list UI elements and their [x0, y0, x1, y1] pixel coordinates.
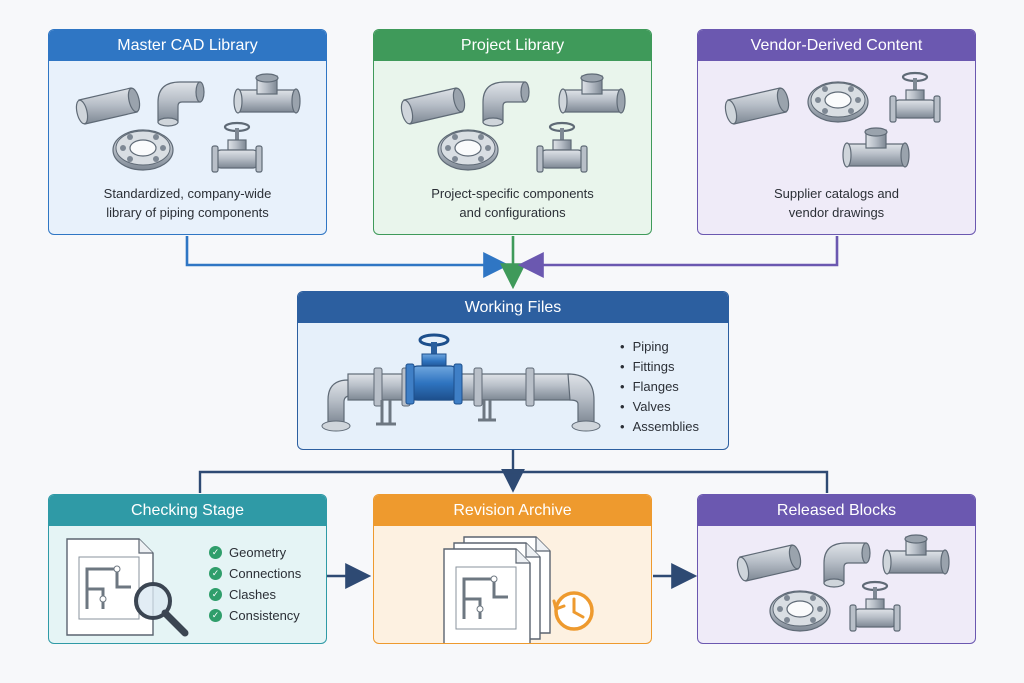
list-item: ✓Consistency: [209, 605, 301, 626]
card-description: Project-specific components and configur…: [431, 186, 594, 220]
valve-icon: [210, 121, 264, 174]
magnifier-icon: [134, 582, 189, 637]
elbow-icon: [823, 542, 871, 588]
list-item: Flanges: [620, 377, 699, 397]
connector-master-to-working: [185, 236, 510, 278]
component-illustration: [398, 73, 626, 174]
flange-icon: [437, 129, 499, 171]
list-item: Fittings: [620, 357, 699, 377]
card-title: Master CAD Library: [49, 30, 326, 61]
elbow-icon: [327, 379, 351, 425]
check-icon: ✓: [209, 588, 222, 601]
connector-vendor-to-working: [517, 236, 839, 278]
pipe-icon: [398, 86, 468, 126]
card-title: Vendor-Derived Content: [698, 30, 975, 61]
checking-stage-card: Checking Stage ✓Geometry ✓Connections ✓C…: [48, 494, 327, 644]
card-title: Checking Stage: [49, 495, 326, 526]
document-icon: [65, 537, 155, 637]
check-list: ✓Geometry ✓Connections ✓Clashes ✓Consist…: [209, 542, 301, 626]
tee-icon: [233, 73, 301, 114]
document-icon: [442, 547, 532, 643]
flange-icon: [807, 81, 869, 123]
drawing-review-illustration: [65, 537, 189, 637]
flange-icon: [769, 590, 831, 632]
tee-icon: [558, 73, 626, 114]
valve-icon: [848, 580, 902, 633]
component-illustration: [722, 71, 942, 168]
valve-icon: [405, 333, 463, 405]
list-item: Valves: [620, 397, 699, 417]
check-icon: ✓: [209, 546, 222, 559]
project-library-card: Project Library Project-specific compone…: [373, 29, 652, 235]
list-item: ✓Geometry: [209, 542, 301, 563]
flange-icon: [112, 129, 174, 171]
list-item: ✓Connections: [209, 563, 301, 584]
card-title: Released Blocks: [698, 495, 975, 526]
pipe-support: [478, 400, 496, 422]
connector-working-branch: [198, 470, 829, 493]
piping-assembly-illustration: [321, 333, 601, 432]
valve-icon: [888, 71, 942, 124]
released-blocks-card: Released Blocks: [697, 494, 976, 644]
component-list: Piping Fittings Flanges Valves Assemblie…: [620, 337, 699, 437]
pipe-icon: [734, 543, 804, 583]
list-item: Assemblies: [620, 417, 699, 437]
elbow-icon: [482, 81, 530, 127]
card-description: Standardized, company-wide library of pi…: [103, 186, 272, 220]
flange-icon: [525, 367, 535, 407]
list-item: ✓Clashes: [209, 584, 301, 605]
pipe-support: [376, 400, 396, 426]
flange-icon: [473, 367, 483, 407]
card-title: Project Library: [374, 30, 651, 61]
tee-icon: [842, 127, 910, 168]
check-icon: ✓: [209, 567, 222, 580]
flange-icon: [373, 367, 383, 407]
vendor-derived-content-card: Vendor-Derived Content Supplier catalogs…: [697, 29, 976, 235]
elbow-icon: [157, 81, 205, 127]
card-title: Revision Archive: [374, 495, 651, 526]
tee-icon: [882, 534, 950, 575]
component-illustration: [73, 73, 301, 174]
pipe-icon: [722, 86, 792, 126]
pipe-icon: [73, 86, 143, 126]
elbow-icon: [567, 373, 595, 425]
list-item: Piping: [620, 337, 699, 357]
revision-stack-illustration: [442, 535, 594, 643]
history-clock-icon: [552, 591, 594, 631]
valve-icon: [535, 121, 589, 174]
revision-archive-card: Revision Archive: [373, 494, 652, 644]
working-files-card: Working Files Piping Fittings Flanges: [297, 291, 729, 450]
component-illustration: [734, 534, 950, 633]
check-icon: ✓: [209, 609, 222, 622]
card-title: Working Files: [298, 292, 728, 323]
master-cad-library-card: Master CAD Library Standardized, company…: [48, 29, 327, 235]
card-description: Supplier catalogs and vendor drawings: [773, 186, 900, 220]
